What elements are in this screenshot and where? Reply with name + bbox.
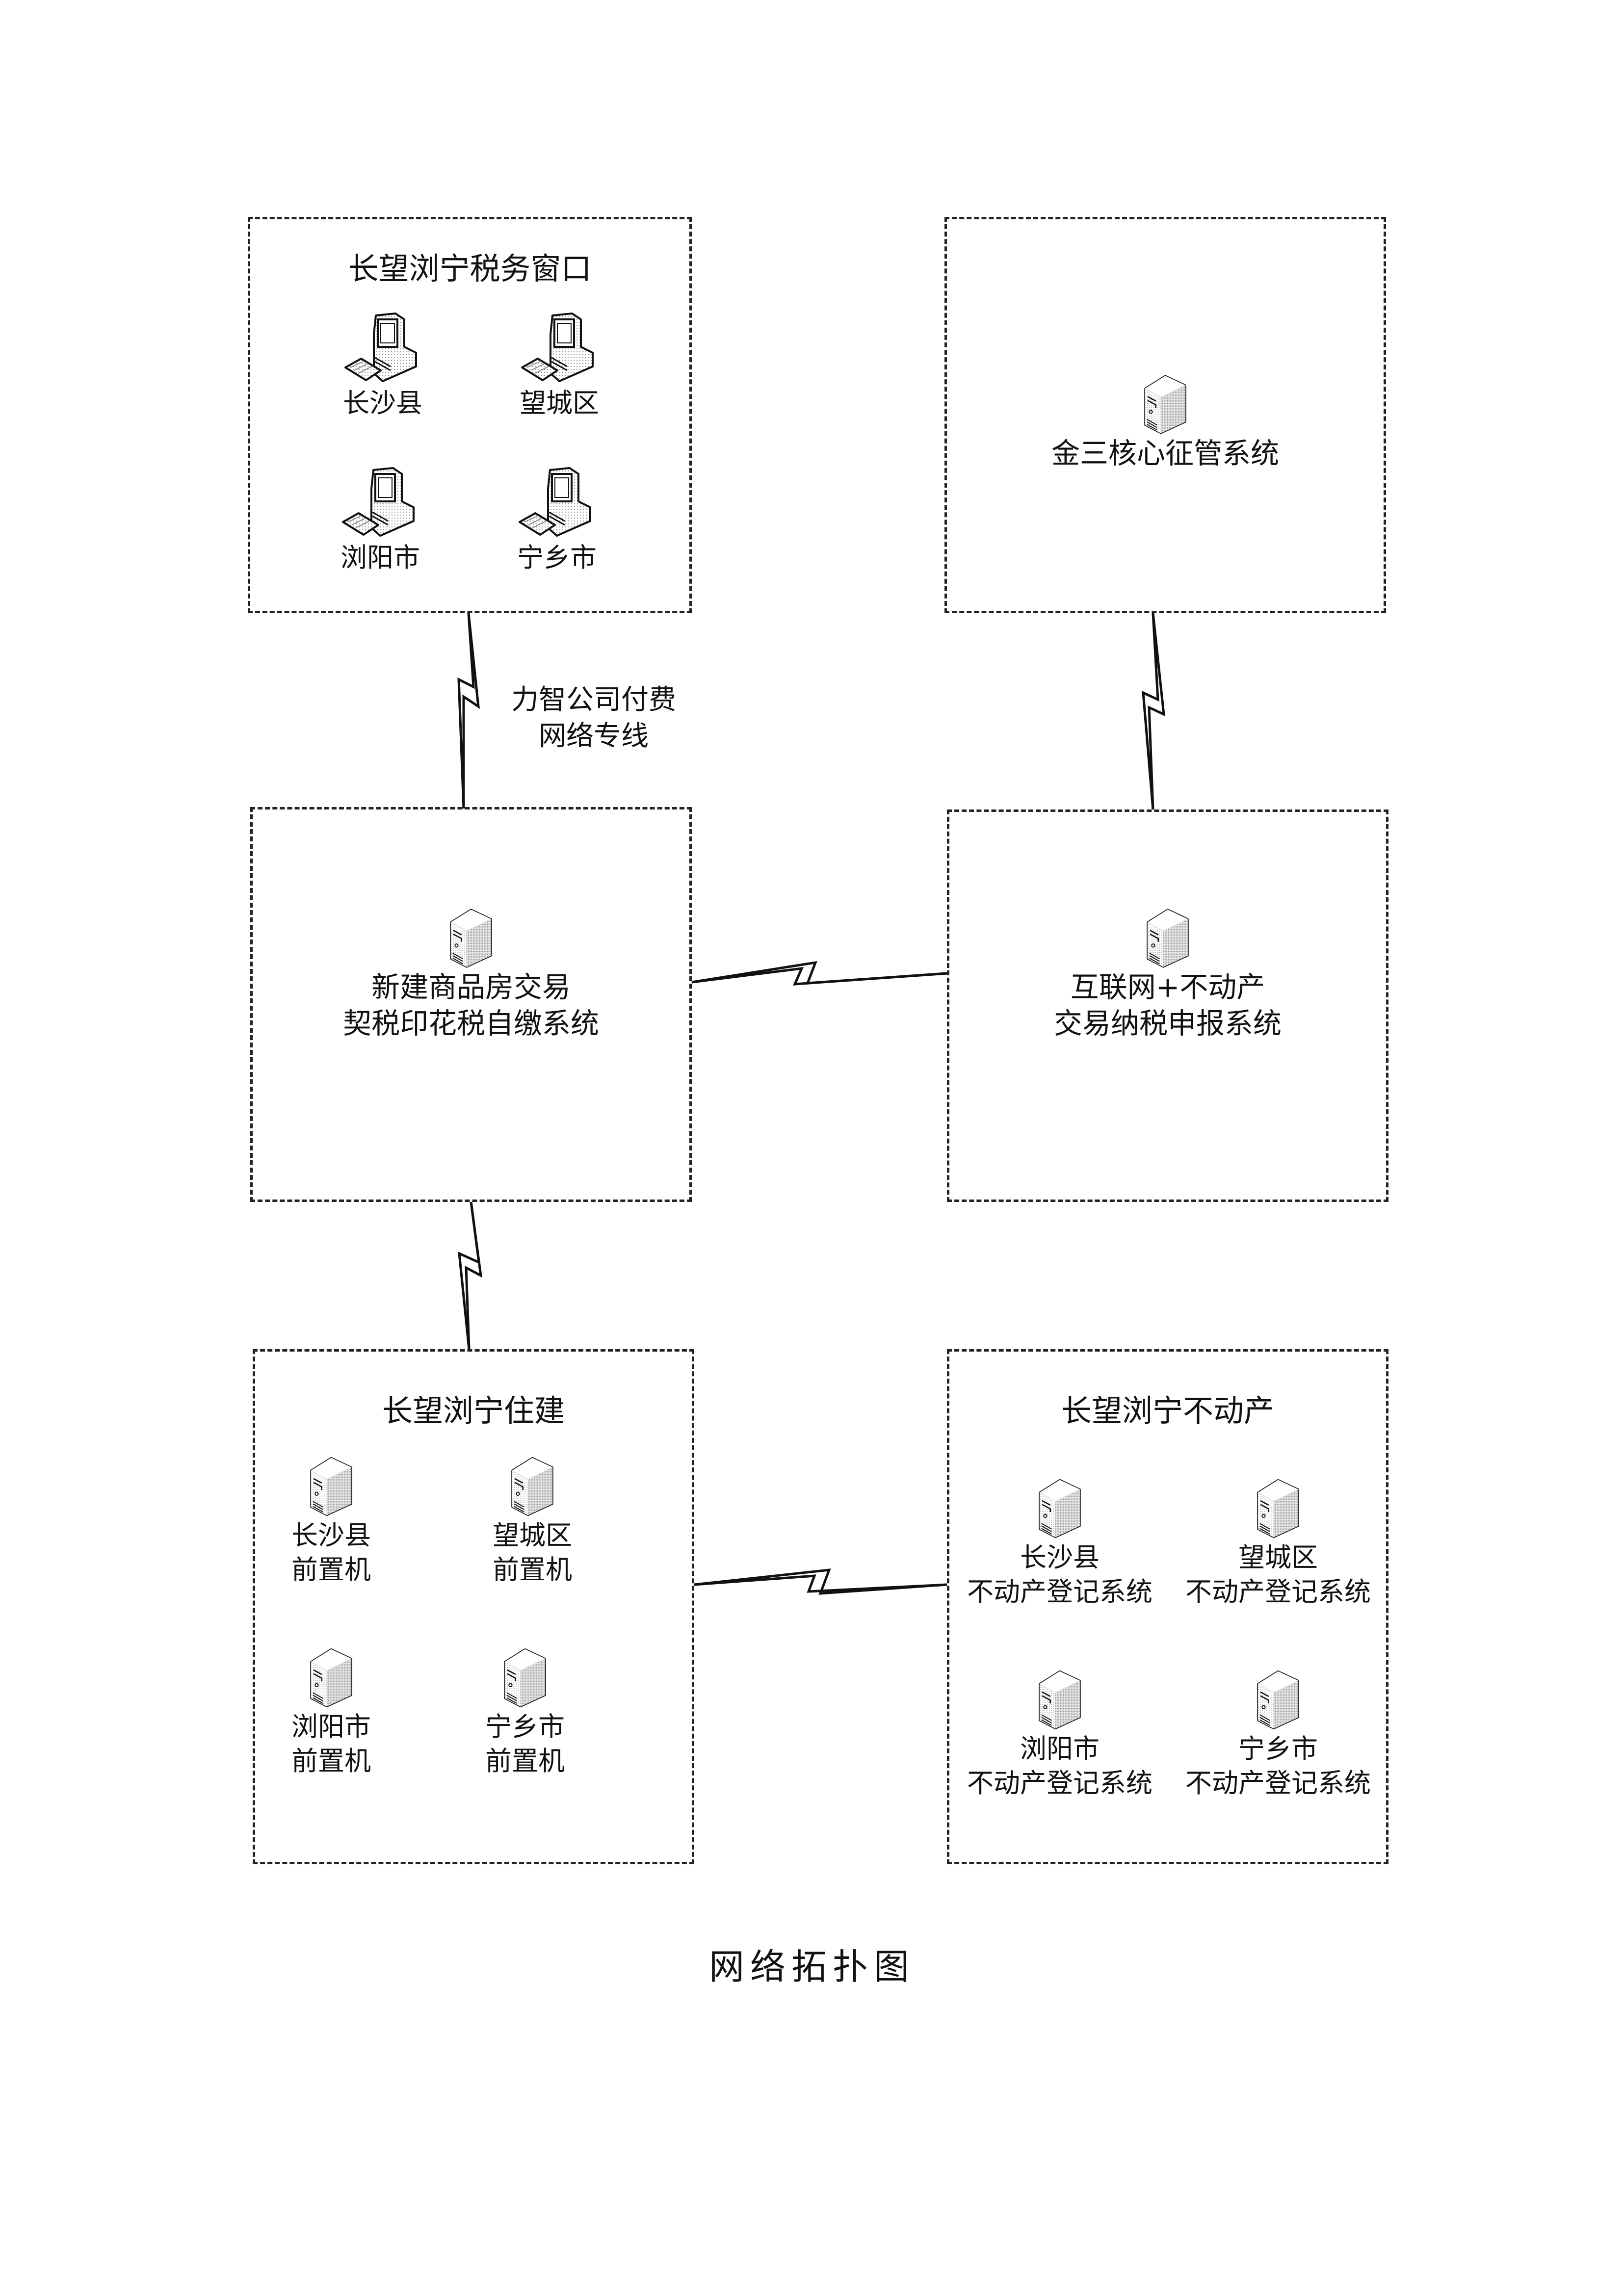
group-tax-window: 长望浏宁税务窗口 长沙县 望城区 浏阳市 宁乡市 (248, 217, 692, 613)
link-housing-construction-to-real-estate (694, 1568, 947, 1595)
node-label-line-2: 前置机 (485, 1746, 565, 1776)
group-title: 长望浏宁税务窗口 (348, 251, 592, 287)
server-icon (309, 1646, 353, 1710)
node-label-line-1: 浏阳市 (291, 1711, 371, 1742)
group-internet-plus: 互联网+不动产 交易纳税申报系统 (947, 809, 1388, 1202)
node-label-line-2: 前置机 (291, 1554, 371, 1585)
link-label-dedicated-line: 力智公司付费 网络专线 (500, 682, 687, 755)
workstation-ningxiang[interactable]: 宁乡市 (454, 467, 660, 575)
node-label-line-1: 宁乡市 (1238, 1733, 1318, 1764)
group-new-housing: 新建商品房交易 契税印花税自缴系统 (250, 807, 692, 1202)
server-icon (1038, 1477, 1082, 1540)
server-realestate-ningxiang[interactable]: 宁乡市 不动产登记系统 (1175, 1668, 1381, 1800)
server-icon (1256, 1668, 1300, 1732)
workstation-changsha[interactable]: 长沙县 (280, 313, 486, 420)
node-label-line-1: 望城区 (1238, 1542, 1318, 1573)
server-icon (1143, 374, 1187, 435)
server-icon (1038, 1668, 1082, 1732)
server-icon (449, 908, 493, 969)
node-label-line-2: 前置机 (291, 1746, 371, 1776)
server-new-housing[interactable]: 新建商品房交易 契税印花税自缴系统 (253, 908, 689, 1042)
node-label: 长沙县 (343, 388, 422, 418)
group-housing-construction: 长望浏宁住建 长沙县 前置机 望城区 前置机 浏阳市 前置机 宁乡市 前置机 (253, 1349, 694, 1864)
node-label-line-1: 互联网+不动产 (1070, 970, 1265, 1004)
server-internet-plus[interactable]: 互联网+不动产 交易纳税申报系统 (949, 908, 1386, 1042)
server-realestate-liuyang[interactable]: 浏阳市 不动产登记系统 (957, 1668, 1163, 1800)
server-icon (510, 1455, 554, 1518)
desktop-computer-icon (343, 313, 422, 386)
figure-caption: 网络拓扑图 (708, 1946, 915, 1987)
node-label-line-2: 前置机 (493, 1554, 572, 1585)
node-label-line-2: 不动产登记系统 (967, 1768, 1153, 1799)
desktop-computer-icon (341, 467, 419, 541)
link-tax-window-to-new-housing (457, 613, 480, 809)
node-label-line-1: 望城区 (493, 1520, 572, 1551)
node-label-line-2: 契税印花税自缴系统 (342, 1007, 599, 1040)
group-real-estate: 长望浏宁不动产 长沙县 不动产登记系统 望城区 不动产登记系统 浏阳市 不动产登… (947, 1349, 1388, 1864)
node-label-line-2: 不动产登记系统 (967, 1576, 1153, 1607)
server-realestate-wangcheng[interactable]: 望城区 不动产登记系统 (1175, 1477, 1381, 1609)
server-housing-ningxiang[interactable]: 宁乡市 前置机 (422, 1646, 628, 1778)
node-label: 望城区 (520, 388, 599, 418)
link-label-line-1: 力智公司付费 (511, 684, 676, 716)
node-label-line-1: 长沙县 (1020, 1542, 1100, 1573)
server-icon (503, 1646, 547, 1710)
server-realestate-changsha[interactable]: 长沙县 不动产登记系统 (957, 1477, 1163, 1609)
node-label: 浏阳市 (341, 542, 420, 573)
node-label-line-2: 不动产登记系统 (1185, 1768, 1371, 1799)
server-housing-liuyang[interactable]: 浏阳市 前置机 (228, 1646, 434, 1778)
group-jinsan: 金三核心征管系统 (944, 217, 1386, 613)
node-label-line-1: 新建商品房交易 (371, 970, 571, 1004)
node-label-line-1: 长沙县 (291, 1520, 371, 1551)
server-housing-changsha[interactable]: 长沙县 前置机 (228, 1455, 434, 1587)
node-label: 宁乡市 (517, 542, 597, 573)
server-icon (309, 1455, 353, 1518)
link-jinsan-to-internet-plus (1142, 613, 1165, 810)
group-title: 长望浏宁不动产 (1061, 1393, 1274, 1429)
link-new-housing-to-internet-plus (691, 961, 947, 986)
node-label: 金三核心征管系统 (1051, 437, 1279, 470)
server-icon (1146, 908, 1190, 969)
node-label-line-1: 宁乡市 (485, 1711, 565, 1742)
server-jinsan[interactable]: 金三核心征管系统 (947, 374, 1384, 471)
node-label-line-2: 不动产登记系统 (1185, 1576, 1371, 1607)
link-label-line-2: 网络专线 (539, 720, 649, 752)
node-label-line-2: 交易纳税申报系统 (1053, 1007, 1282, 1040)
workstation-wangcheng[interactable]: 望城区 (456, 313, 662, 420)
desktop-computer-icon (520, 313, 599, 386)
server-icon (1256, 1477, 1300, 1540)
workstation-liuyang[interactable]: 浏阳市 (277, 467, 483, 575)
group-title: 长望浏宁住建 (382, 1393, 565, 1429)
server-housing-wangcheng[interactable]: 望城区 前置机 (429, 1455, 635, 1587)
desktop-computer-icon (518, 467, 596, 541)
node-label-line-1: 浏阳市 (1020, 1733, 1100, 1764)
link-new-housing-to-housing-construction (458, 1201, 483, 1350)
